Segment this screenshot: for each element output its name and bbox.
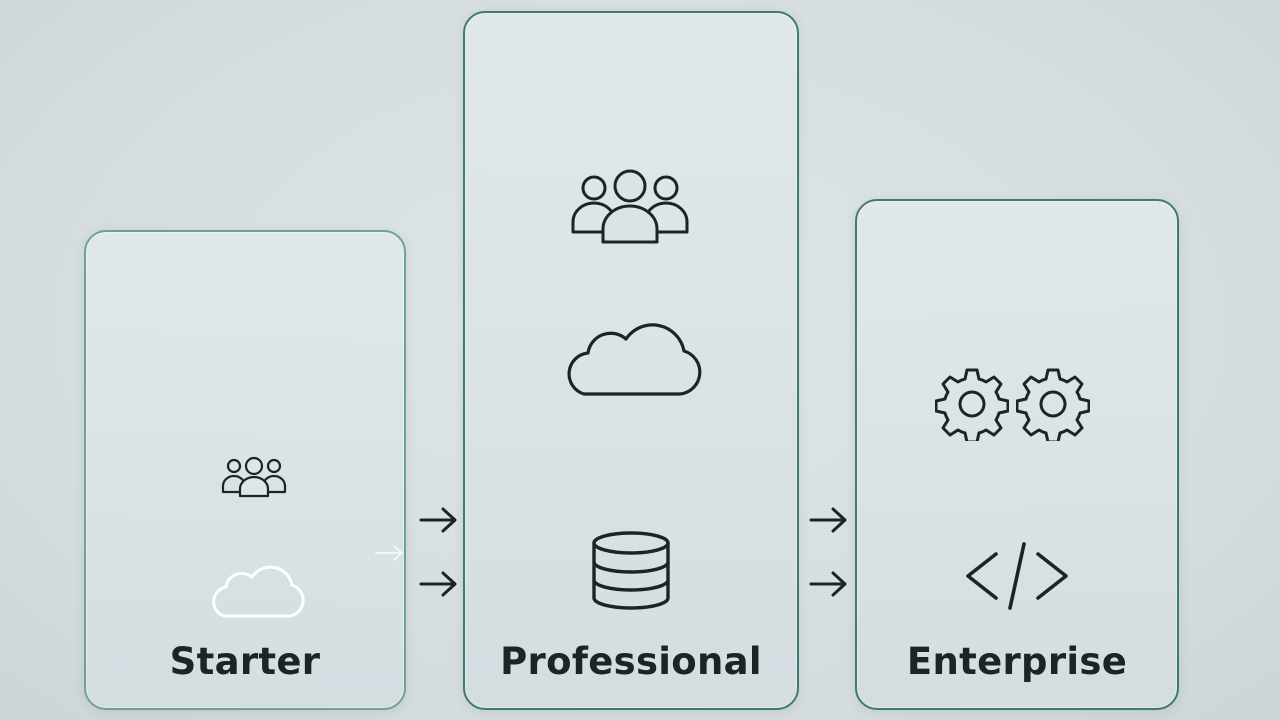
arrow-right-icon bbox=[418, 569, 460, 599]
code-icon bbox=[962, 540, 1072, 612]
cloud-icon bbox=[204, 562, 310, 620]
arrow-right-icon bbox=[808, 505, 850, 535]
tier-label-professional: Professional bbox=[500, 640, 762, 683]
card-starter bbox=[84, 230, 406, 710]
gear-icon bbox=[1016, 367, 1090, 441]
tier-label-starter: Starter bbox=[169, 640, 321, 683]
card-enterprise bbox=[855, 199, 1179, 710]
cloud-icon bbox=[556, 316, 708, 398]
tier-label-enterprise: Enterprise bbox=[906, 640, 1128, 683]
card-professional bbox=[463, 11, 799, 710]
faint-arrow-icon bbox=[374, 543, 406, 563]
database-icon bbox=[590, 530, 672, 612]
gear-icon bbox=[935, 367, 1009, 441]
users-icon bbox=[568, 164, 692, 246]
users-icon bbox=[220, 454, 288, 500]
arrow-right-icon bbox=[418, 505, 460, 535]
arrow-right-icon bbox=[808, 569, 850, 599]
